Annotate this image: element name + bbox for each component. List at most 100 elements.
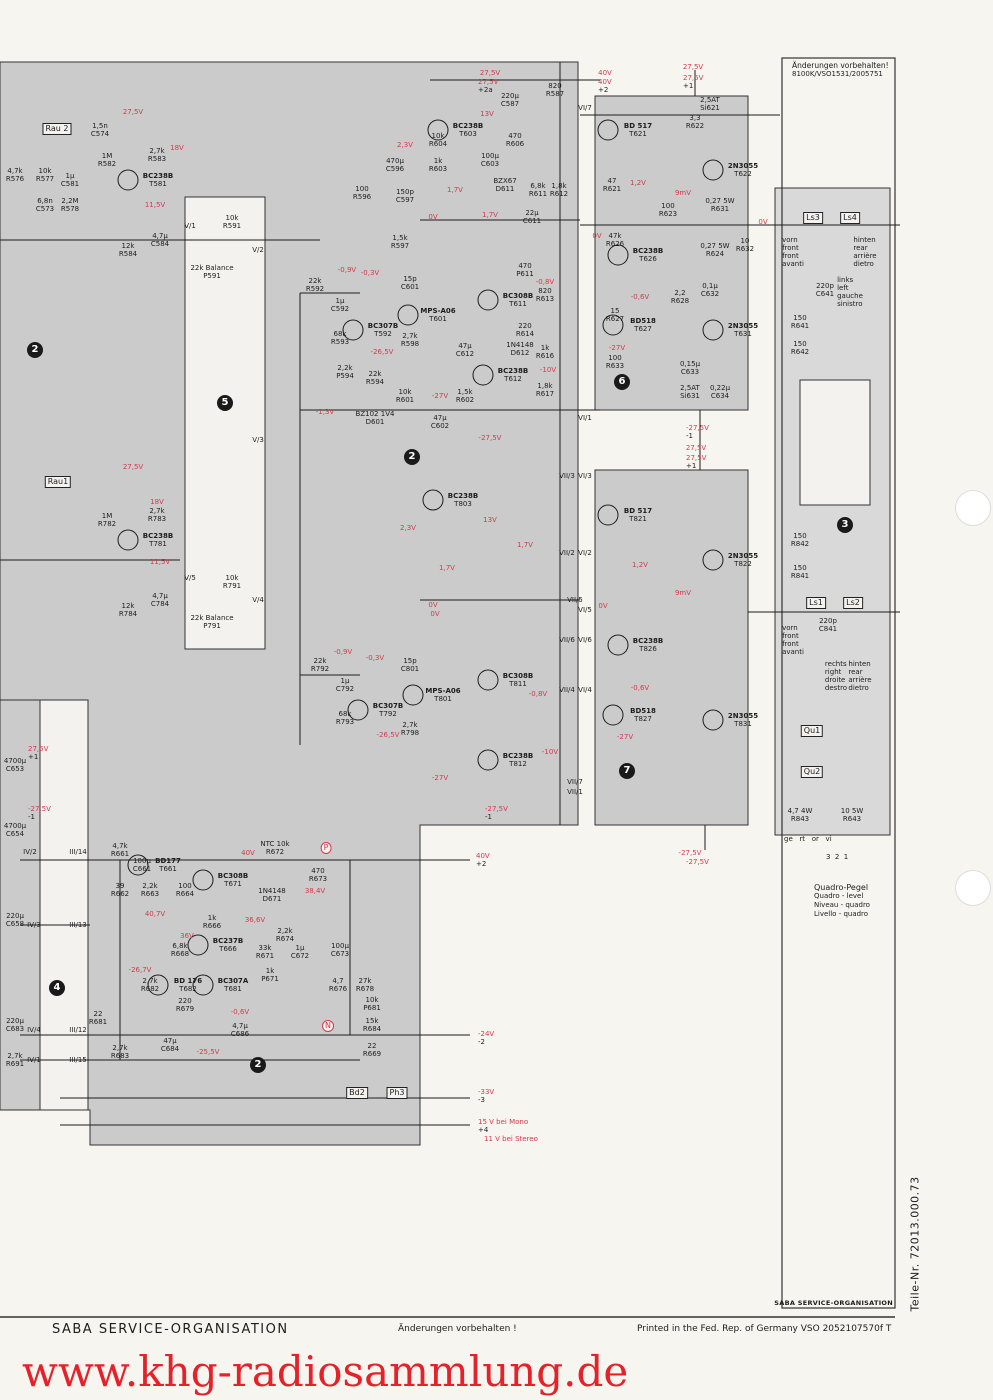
transistor-type: 2N3055 bbox=[727, 712, 759, 720]
component-value: 1,5k bbox=[457, 388, 473, 396]
rail-voltage: -27,5V bbox=[485, 805, 508, 813]
connector-pin: III/14 bbox=[69, 848, 87, 856]
component-ref: R606 bbox=[505, 140, 525, 148]
component-value: 100µ bbox=[133, 857, 151, 865]
component-ref: R664 bbox=[175, 890, 195, 898]
supply-rail: 27,5V+1 bbox=[686, 454, 706, 470]
transistor-symbol bbox=[187, 934, 209, 956]
voltage-reading: -0,3V bbox=[365, 654, 385, 662]
rail-label: -1 bbox=[28, 813, 35, 821]
connector-pin: V/4 bbox=[252, 596, 264, 604]
voltage-reading: 0V bbox=[428, 213, 438, 221]
voltage-reading: 2,3V bbox=[400, 524, 416, 532]
transistor-ref: T603 bbox=[459, 130, 477, 138]
transistor-type: BD177 bbox=[155, 857, 181, 865]
component-ref: R798 bbox=[400, 729, 420, 737]
voltage-reading: -0,9V bbox=[333, 648, 353, 656]
component-ref: R843 bbox=[790, 815, 810, 823]
component-value: 2,7k bbox=[402, 332, 418, 340]
component-value: 0,1µ bbox=[702, 282, 718, 290]
voltage-reading: 2,3V bbox=[397, 141, 413, 149]
connector-pin: VI/6 bbox=[578, 636, 592, 644]
component-value: 3,3 bbox=[689, 114, 701, 122]
component-ref: R604 bbox=[428, 140, 448, 148]
voltage-reading: 18V bbox=[170, 144, 184, 152]
transistor-ref: T661 bbox=[159, 865, 177, 873]
section-number: 6 bbox=[614, 374, 630, 390]
voltage-reading: -27V bbox=[616, 733, 634, 741]
rail-label: -2 bbox=[478, 1038, 485, 1046]
component-value: 1µ bbox=[295, 944, 305, 952]
component-value: 150 bbox=[793, 340, 807, 348]
component-ref: R642 bbox=[790, 348, 810, 356]
footer-org: SABA SERVICE-ORGANISATION bbox=[52, 1322, 289, 1337]
component-value: 2,7k bbox=[112, 1044, 128, 1052]
transistor-ref: T831 bbox=[734, 720, 752, 728]
component-ref: R622 bbox=[685, 122, 705, 130]
component-ref: R783 bbox=[147, 515, 167, 523]
component-value: 6,8n bbox=[37, 197, 53, 205]
supply-rail: 40V+2 bbox=[476, 852, 490, 868]
component-value: 33k bbox=[258, 944, 272, 952]
footer-printed: Printed in the Fed. Rep. of Germany VSO … bbox=[637, 1324, 892, 1334]
component-ref: R577 bbox=[35, 175, 55, 183]
component-ref: R624 bbox=[705, 250, 725, 258]
component-ref: P671 bbox=[261, 975, 279, 983]
component-value: 2,2 bbox=[674, 289, 686, 297]
component-value: 150 bbox=[793, 564, 807, 572]
voltage-reading: -27V bbox=[431, 774, 449, 782]
component-ref: P591 bbox=[203, 272, 221, 280]
section-number: 2 bbox=[250, 1057, 266, 1073]
component-ref: R616 bbox=[535, 352, 555, 360]
component-ref: R623 bbox=[658, 210, 678, 218]
connector-pin: VII/5 bbox=[567, 596, 583, 604]
component-ref: C784 bbox=[150, 600, 170, 608]
component-ref: C612 bbox=[455, 350, 475, 358]
voltage-reading: 36,6V bbox=[244, 916, 266, 924]
punch-hole bbox=[955, 870, 991, 906]
rail-voltage: -33V bbox=[478, 1088, 495, 1096]
component-ref: R841 bbox=[790, 572, 810, 580]
component-value: 1,5n bbox=[92, 122, 108, 130]
component-ref: C658 bbox=[5, 920, 25, 928]
voltage-reading: 1,2V bbox=[630, 179, 646, 187]
component-value: 1N4148 bbox=[258, 887, 286, 895]
component-value: 1k bbox=[433, 157, 443, 165]
quadro-pins: 3 2 1 bbox=[826, 853, 849, 861]
speaker-position-label: vorn front front avanti bbox=[782, 624, 804, 656]
transistor-symbol bbox=[477, 669, 499, 691]
transistor-type: BC308B bbox=[217, 872, 249, 880]
component-ref: R583 bbox=[147, 155, 167, 163]
connector-pin: IV/1 bbox=[27, 1056, 41, 1064]
rail-label: +1 bbox=[686, 462, 697, 470]
component-value: 470 bbox=[508, 132, 522, 140]
connector-pin: IV/2 bbox=[23, 848, 37, 856]
quadro-wires: ge rt or vi bbox=[784, 835, 832, 843]
component-value: 4,7 bbox=[332, 977, 344, 985]
